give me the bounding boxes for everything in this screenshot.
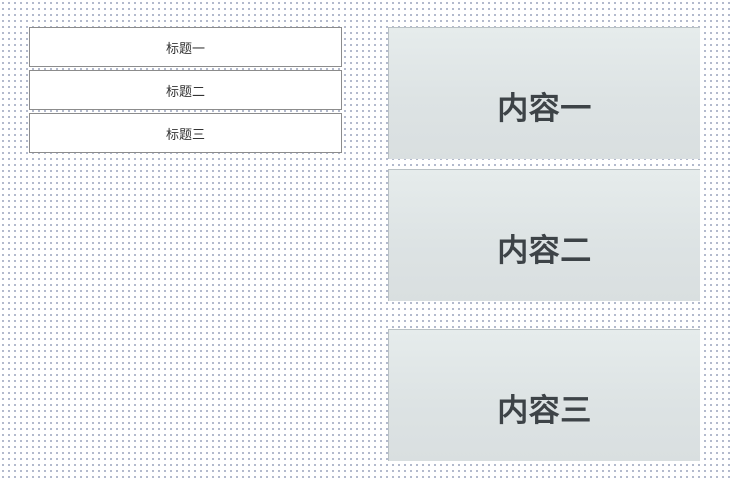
tab-title-1[interactable]: 标题一	[29, 27, 342, 67]
content-panel-2-text: 内容二	[497, 232, 592, 269]
content-panel-2: 内容二	[388, 169, 700, 301]
content-panel-3-text: 内容三	[497, 392, 592, 429]
tab-title-3[interactable]: 标题三	[29, 113, 342, 153]
tab-title-2-label: 标题二	[165, 84, 205, 100]
tab-title-2[interactable]: 标题二	[29, 70, 342, 110]
content-panel-3: 内容三	[388, 329, 700, 461]
tab-title-3-label: 标题三	[165, 127, 205, 143]
content-panel-1: 内容一	[388, 27, 700, 159]
tab-title-1-label: 标题一	[165, 41, 205, 57]
tab-list: 标题一 标题二 标题三	[29, 27, 342, 156]
content-panel-1-text: 内容一	[497, 90, 592, 127]
